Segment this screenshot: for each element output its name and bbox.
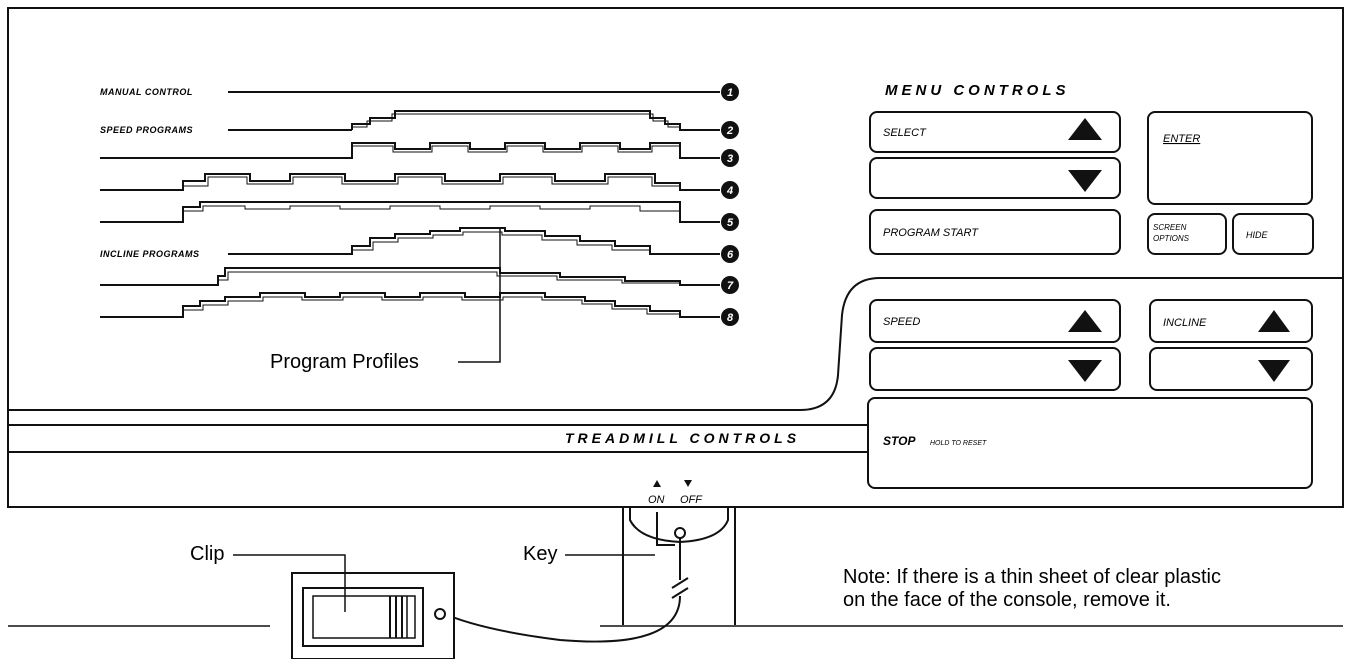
treadmill-controls-title: TREADMILL CONTROLS bbox=[565, 430, 800, 446]
incline-up-button[interactable]: INCLINE bbox=[1149, 299, 1313, 343]
treadmill-title-bg bbox=[560, 428, 845, 448]
enter-button[interactable]: ENTER bbox=[1147, 111, 1313, 205]
incline-down-button[interactable] bbox=[1149, 347, 1313, 391]
svg-text:3: 3 bbox=[727, 153, 733, 165]
program-start-label: PROGRAM START bbox=[883, 227, 979, 239]
svg-text:6: 6 bbox=[727, 249, 734, 261]
program-number-1[interactable]: 1 bbox=[721, 83, 739, 101]
clip-callout: Clip bbox=[190, 543, 224, 565]
stop-button[interactable]: STOP HOLD TO RESET bbox=[867, 397, 1313, 489]
speed-label: SPEED bbox=[883, 316, 920, 328]
screen-options-button[interactable]: SCREEN OPTIONS bbox=[1147, 213, 1227, 255]
program-profile-8 bbox=[100, 292, 720, 318]
hide-button[interactable]: HIDE bbox=[1232, 213, 1314, 255]
program-number-3[interactable]: 3 bbox=[721, 149, 739, 167]
svg-text:4: 4 bbox=[726, 185, 733, 197]
select-down-button[interactable] bbox=[869, 157, 1121, 199]
screen-options-label-line2: OPTIONS bbox=[1153, 234, 1190, 243]
note-line-2: on the face of the console, remove it. bbox=[843, 589, 1171, 611]
manual-control-label: MANUAL CONTROL bbox=[100, 87, 193, 97]
treadmill-section-curve bbox=[8, 277, 1343, 411]
up-arrow-icon bbox=[1068, 118, 1102, 140]
incline-label: INCLINE bbox=[1163, 317, 1207, 329]
program-profile-5 bbox=[100, 201, 720, 223]
off-label: OFF bbox=[680, 494, 703, 506]
note-line-1: Note: If there is a thin sheet of clear … bbox=[843, 566, 1221, 588]
on-arrow-icon bbox=[653, 480, 661, 487]
program-profile-2 bbox=[228, 110, 720, 131]
program-profile-6 bbox=[228, 227, 720, 255]
program-profiles-callout: Program Profiles bbox=[270, 351, 419, 373]
safety-clip[interactable] bbox=[291, 572, 455, 660]
program-profiles-leader bbox=[458, 228, 501, 363]
up-arrow-icon bbox=[1258, 310, 1290, 332]
incline-programs-label: INCLINE PROGRAMS bbox=[100, 249, 200, 259]
speed-programs-label: SPEED PROGRAMS bbox=[100, 125, 193, 135]
svg-text:8: 8 bbox=[727, 312, 734, 324]
key-callout: Key bbox=[523, 543, 557, 565]
speed-up-button[interactable]: SPEED bbox=[869, 299, 1121, 343]
menu-controls-title: MENU CONTROLS bbox=[885, 82, 1070, 99]
program-number-8[interactable]: 8 bbox=[721, 308, 739, 326]
up-arrow-icon bbox=[1068, 310, 1102, 332]
down-arrow-icon bbox=[1068, 360, 1102, 382]
select-label: SELECT bbox=[883, 127, 927, 139]
svg-text:2: 2 bbox=[726, 125, 733, 137]
program-number-7[interactable]: 7 bbox=[721, 276, 739, 294]
program-number-2[interactable]: 2 bbox=[721, 121, 739, 139]
program-profile-3 bbox=[100, 142, 720, 159]
svg-text:1: 1 bbox=[727, 87, 733, 99]
stop-hint: HOLD TO RESET bbox=[930, 440, 987, 447]
program-profile-4 bbox=[100, 173, 720, 191]
hide-label: HIDE bbox=[1246, 230, 1268, 240]
speed-down-button[interactable] bbox=[869, 347, 1121, 391]
select-up-button[interactable]: SELECT bbox=[869, 111, 1121, 153]
stop-label: STOP bbox=[883, 434, 916, 448]
screen-options-label-line1: SCREEN bbox=[1153, 223, 1187, 232]
program-number-5[interactable]: 5 bbox=[721, 213, 739, 231]
program-number-4[interactable]: 4 bbox=[721, 181, 739, 199]
enter-label: ENTER bbox=[1163, 133, 1200, 145]
off-arrow-icon bbox=[684, 480, 692, 487]
key-cord bbox=[439, 538, 689, 643]
program-number-6[interactable]: 6 bbox=[721, 245, 739, 263]
program-profile-7 bbox=[100, 267, 720, 286]
down-arrow-icon bbox=[1258, 360, 1290, 382]
svg-text:5: 5 bbox=[727, 217, 734, 229]
program-start-button[interactable]: PROGRAM START bbox=[869, 209, 1121, 255]
clip-leader bbox=[233, 554, 346, 612]
on-label: ON bbox=[648, 494, 665, 506]
svg-text:7: 7 bbox=[727, 280, 734, 292]
down-arrow-icon bbox=[1068, 170, 1102, 192]
